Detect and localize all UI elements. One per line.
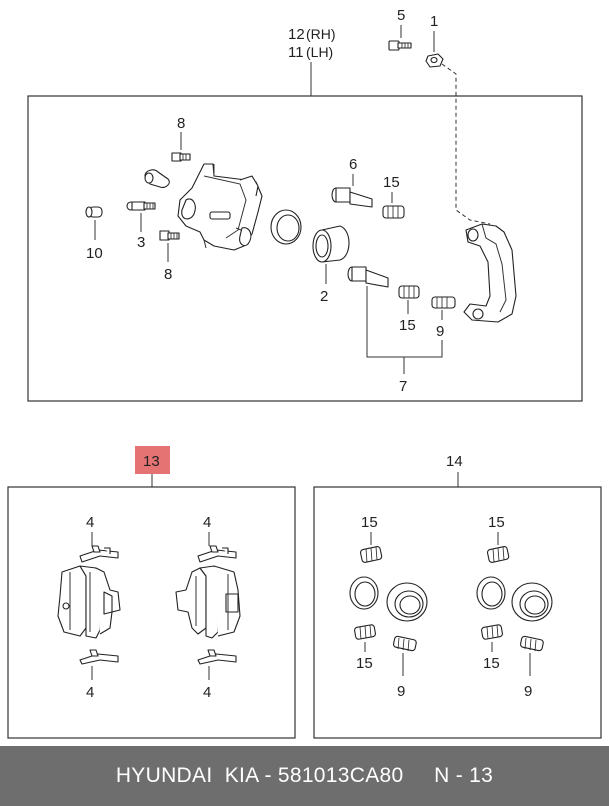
bolt-part-5 [388, 40, 412, 51]
callout-15c-number: 15 [361, 514, 378, 531]
brake-pad-part-right [175, 565, 241, 639]
callout-15a-number: 15 [383, 174, 400, 191]
callout-12-11[interactable]: 12 (RH) 11 (LH) [288, 26, 336, 96]
boot-part-15-lower [398, 285, 420, 299]
boot-part-15-kit-lower-left [354, 624, 376, 640]
callout-6[interactable]: 6 [349, 156, 357, 186]
callout-4-lower-right[interactable]: 4 [203, 666, 211, 701]
piston-part-2 [312, 225, 350, 263]
boot-part-15-kit-upper-right [486, 546, 510, 563]
cap-part-10 [85, 206, 103, 218]
callout-12-number: 12 [288, 26, 305, 43]
seal-ring-part-kit-left [349, 576, 379, 610]
callout-5[interactable]: 5 [397, 7, 405, 38]
callout-13-highlight [135, 446, 170, 474]
callout-15-kit-upper-left[interactable]: 15 [361, 514, 378, 545]
guide-pin-part-7 [347, 266, 389, 288]
callout-9-kit-right[interactable]: 9 [524, 653, 532, 700]
pad-kit-frame [7, 486, 296, 739]
callout-4b-number: 4 [86, 684, 94, 701]
seal-ring-part-kit-right [476, 576, 506, 610]
brake-pad-part-left [57, 565, 121, 639]
callout-9b-number: 9 [397, 683, 405, 700]
callout-9-top[interactable]: 9 [436, 310, 444, 340]
callout-4-lower-left[interactable]: 4 [86, 666, 94, 701]
callout-6-number: 6 [349, 156, 357, 173]
callout-10-number: 10 [86, 245, 103, 262]
callout-15-kit-lower-left[interactable]: 15 [356, 642, 373, 672]
callout-8-upper[interactable]: 8 [177, 115, 185, 150]
callout-15-upper[interactable]: 15 [383, 174, 400, 203]
nut-part-1 [425, 53, 444, 68]
callout-11-number: 11 [288, 44, 304, 61]
callout-4d-number: 4 [203, 684, 211, 701]
callout-12-side: (RH) [306, 26, 336, 42]
shim-clip-part-4-upper-left [79, 545, 119, 563]
caliper-assembly-frame [27, 95, 583, 402]
callout-9c-number: 9 [524, 683, 532, 700]
callout-15-kit-upper-right[interactable]: 15 [488, 514, 505, 545]
callout-15-kit-lower-right[interactable]: 15 [483, 642, 500, 672]
callout-15e-number: 15 [488, 514, 505, 531]
bleeder-part-3 [126, 201, 156, 211]
boot-part-9-kit-right [520, 635, 544, 652]
bolt-part-8-lower [159, 230, 180, 241]
callout-1-number: 1 [430, 13, 438, 30]
callout-4a-number: 4 [86, 514, 94, 531]
boot-part-15-kit-lower-right [481, 624, 503, 640]
callout-15d-number: 15 [356, 655, 373, 672]
shim-clip-part-4-upper-right [197, 545, 237, 563]
footer-text: HYUNDAI KIA - 581013CA80 N - 13 [115, 764, 494, 787]
piston-boot-part-kit-left [386, 582, 428, 622]
part-number-footer: HYUNDAI KIA - 581013CA80 N - 13 [0, 746, 609, 806]
brake-caliper-exploded-diagram: 12 (RH) 11 (LH) 5 1 8 [7, 7, 602, 739]
callout-14-number: 14 [446, 453, 463, 470]
callout-2[interactable]: 2 [320, 264, 328, 305]
bleeder-screw-part-8 [171, 152, 191, 162]
callout-4-upper-left[interactable]: 4 [86, 514, 94, 546]
boot-part-9-kit-left [393, 635, 417, 652]
callout-8b-number: 8 [164, 266, 172, 283]
callout-5-number: 5 [397, 7, 405, 24]
shim-clip-part-4-lower-left [79, 649, 119, 665]
callout-11-side: (LH) [306, 44, 333, 60]
callout-14[interactable]: 14 [446, 453, 463, 487]
caliper-housing-part [177, 163, 263, 251]
boot-part-15-kit-upper-left [359, 546, 383, 563]
piston-seal-ring-part [270, 209, 302, 245]
callout-7-number: 7 [399, 378, 407, 395]
boot-part-9 [431, 296, 456, 309]
callout-10[interactable]: 10 [86, 220, 103, 262]
callout-4-upper-right[interactable]: 4 [203, 514, 211, 546]
callout-8a-number: 8 [177, 115, 185, 132]
callout-7[interactable]: 7 [366, 286, 443, 395]
callout-3-number: 3 [137, 234, 145, 251]
piston-boot-part-kit-right [511, 582, 553, 622]
nut-to-bracket-leader [441, 63, 491, 225]
callout-15-lower[interactable]: 15 [399, 300, 416, 334]
boot-part-15-upper [382, 205, 405, 219]
callout-13-number: 13 [143, 453, 160, 470]
seal-kit-frame [313, 486, 602, 739]
callout-9a-number: 9 [436, 323, 444, 340]
callout-15b-number: 15 [399, 317, 416, 334]
callout-9-kit-left[interactable]: 9 [397, 653, 405, 700]
callout-13[interactable]: 13 [135, 446, 170, 487]
callout-4c-number: 4 [203, 514, 211, 531]
callout-3[interactable]: 3 [137, 213, 145, 251]
shim-clip-part-4-lower-right [197, 649, 237, 665]
callout-8-lower[interactable]: 8 [164, 243, 172, 283]
dust-cap-part [144, 169, 170, 188]
callout-1[interactable]: 1 [430, 13, 438, 52]
callout-15f-number: 15 [483, 655, 500, 672]
carrier-bracket-part [463, 223, 517, 323]
callout-2-number: 2 [320, 288, 328, 305]
guide-pin-part-6 [331, 187, 373, 208]
